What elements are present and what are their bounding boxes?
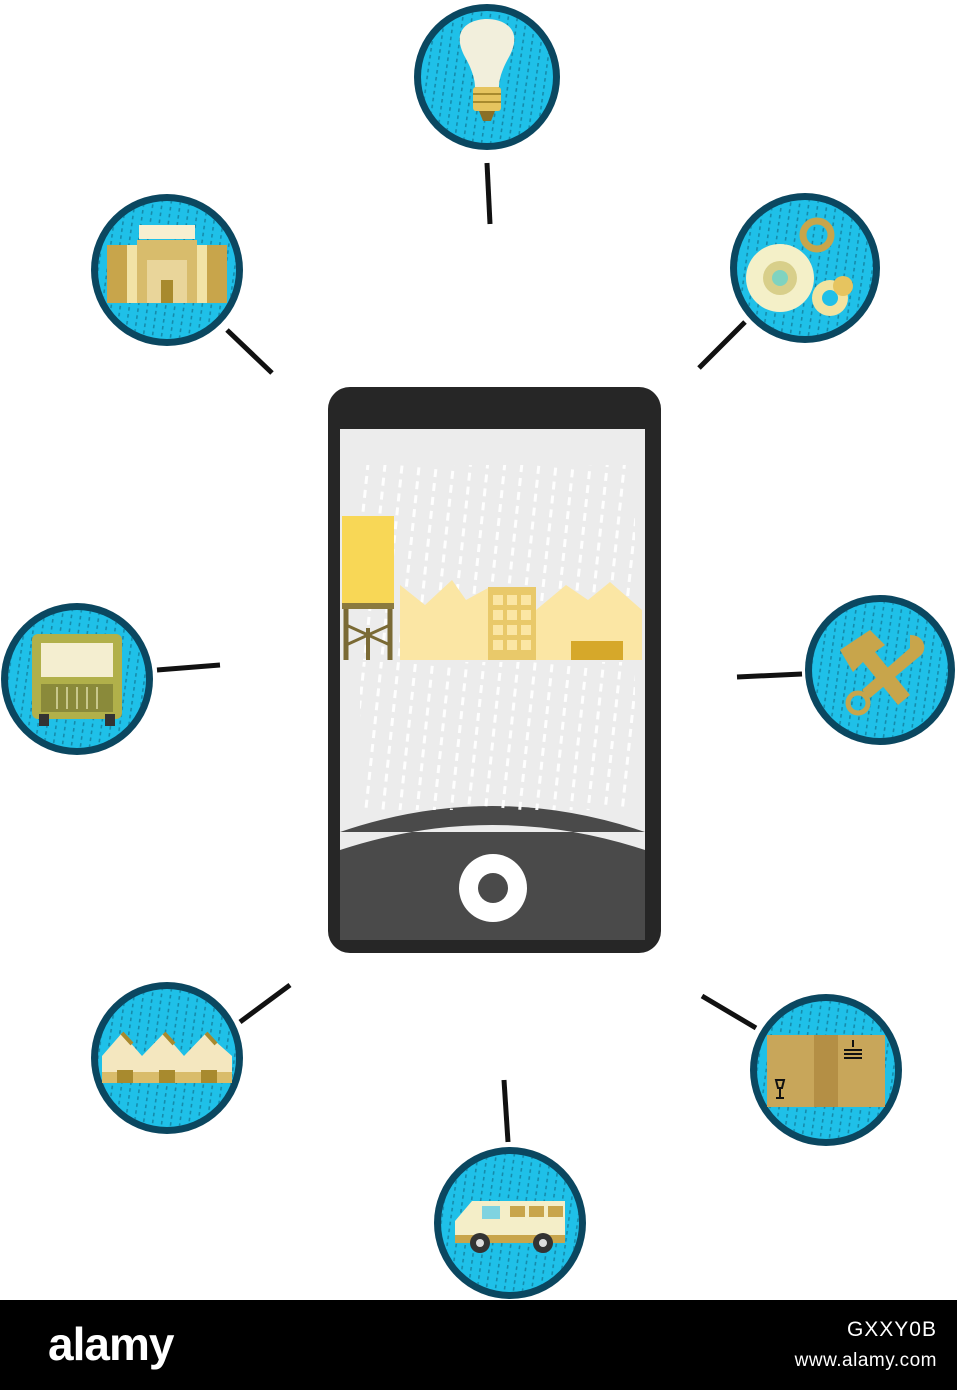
footer-bar: alamy GXXY0B www.alamy.com <box>0 1300 957 1390</box>
image-id: GXXY0B <box>846 1318 937 1341</box>
warehouse-icon[interactable] <box>91 982 243 1134</box>
smartphone <box>328 387 661 953</box>
site-url[interactable]: www.alamy.com <box>794 1350 937 1371</box>
screen-factory-scene <box>340 516 645 662</box>
wrench-hammer-icon[interactable] <box>805 595 955 745</box>
illustration-canvas <box>1 4 955 1299</box>
alamy-logo[interactable]: alamy <box>48 1318 174 1370</box>
light-bulb-icon[interactable] <box>414 4 560 150</box>
connector-lines <box>156 162 803 1143</box>
office-building-icon[interactable] <box>91 194 243 346</box>
cardboard-box-icon[interactable] <box>750 994 902 1146</box>
gears-icon[interactable] <box>730 193 880 343</box>
bus-icon[interactable] <box>434 1147 586 1299</box>
truck-icon[interactable] <box>1 603 153 755</box>
home-button-icon[interactable] <box>459 854 527 922</box>
